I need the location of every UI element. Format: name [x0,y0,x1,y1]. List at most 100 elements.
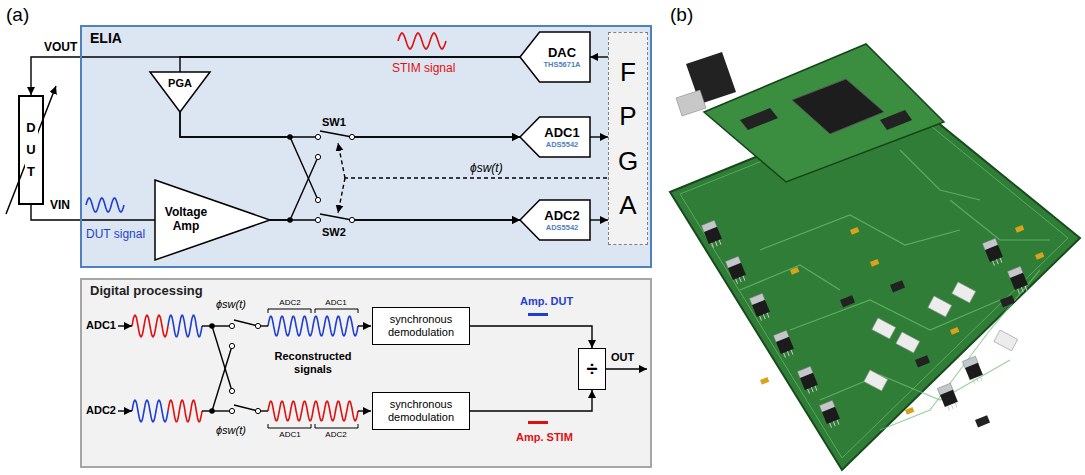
signal-label: (b) [670,4,693,26]
relay-body [864,370,888,391]
relay [952,282,976,303]
sine-wave [132,315,168,337]
regulator [797,366,819,394]
regulator-legs [830,420,839,428]
capacitor [760,377,769,385]
output-arrow [606,368,647,369]
node-title: Voltage Amp [159,206,213,234]
part-number: ADS5542 [546,140,579,149]
dac-block: DACTHS5671A [520,32,590,82]
signal-label: ϕsw(t) [470,162,503,176]
chip-body [1000,295,1015,307]
regulator-legs [808,386,817,394]
switch-contact [229,323,234,328]
relay [896,332,920,353]
relay [994,330,1018,351]
chip [975,415,990,427]
relay-body [872,318,896,339]
switch-blade [234,405,258,411]
signal-label: ADC2 [314,430,358,439]
capacitor-body [905,407,914,415]
signal-label: STIM signal [392,62,455,76]
switch-blade [234,320,258,326]
adc-block-outline [520,117,590,157]
regulator-legs [784,350,793,358]
capacitor-body [790,267,799,275]
process-box: synchronous demodulation [372,307,470,345]
sine-wave [168,400,202,422]
signal-label: ADC2 [268,298,312,307]
junction-dot [209,408,215,414]
node-title: synchronous demodulation [377,398,465,423]
regulator [962,356,984,384]
switch-contact [229,343,234,348]
cross-wire [212,326,232,391]
switch-blade [320,214,352,220]
switch-contact [349,134,354,139]
node-title: DUT [25,117,38,183]
capacitor-body [760,377,769,385]
connector [180,112,520,137]
pcb-trace [790,300,1000,330]
connector [270,137,520,220]
signal-label: ϕsw(t) [216,298,246,311]
signal-label: Amp. STIM [516,431,573,444]
relay-body [896,332,920,353]
switch-contact [255,323,260,328]
signal-label: SW2 [322,226,346,239]
adc-block: ADC2ADS5542 [520,200,590,240]
pga-triangle: PGA [150,72,210,112]
relay-body [928,296,952,317]
node-title: ÷ [587,357,598,381]
chip-body [915,355,930,367]
regulator [819,400,841,428]
usb-connector [676,90,706,116]
regulator [725,256,747,284]
pcb-trace [900,150,980,200]
pcb-trace [740,265,840,290]
signal-label: Reconstructed signals [262,350,364,375]
switch-contact [315,197,320,202]
fpga-module [704,44,944,182]
switch-blade [320,131,352,137]
sine-wave [132,400,168,422]
part-number: THS5671A [543,60,580,69]
signal-label: OUT [611,351,634,364]
chip-body [975,415,990,427]
panel-fill [80,278,652,468]
regulator [701,220,723,248]
signal-arrow [358,325,371,326]
adc-block: ADC1ADS5542 [520,117,590,157]
amplifier-triangle-outline [155,180,270,260]
module-part [880,110,912,130]
relay [928,296,952,317]
regulator-legs [973,376,982,384]
capacitor [1015,225,1024,233]
node-title: ADC2 [544,208,579,224]
capacitor [850,227,859,235]
connector [180,112,520,220]
pcb-trace [950,200,1050,240]
switch-contact [255,408,260,413]
module-part [740,108,778,130]
regulator [982,238,1004,266]
connector [590,219,608,220]
junction-dot [209,323,215,329]
signal-arrow [358,410,371,411]
cross-wire [212,346,232,411]
process-box: synchronous demodulation [372,392,470,430]
switch-contact [315,154,320,159]
capacitor-body [1035,252,1044,260]
divide-box: ÷ [578,348,606,390]
connector [31,57,520,95]
capacitor [950,327,959,335]
relay [872,318,896,339]
capacitor-body [850,227,859,235]
chip [915,355,930,367]
regulator-legs [1018,286,1027,294]
panel-fill [80,25,652,268]
signal-label: VOUT [44,41,77,55]
switch-contact [229,408,234,413]
control-line [345,177,607,178]
module-box: ELIADACTHS5671APGAADC1ADS5542ADC2ADS5542… [80,25,652,268]
